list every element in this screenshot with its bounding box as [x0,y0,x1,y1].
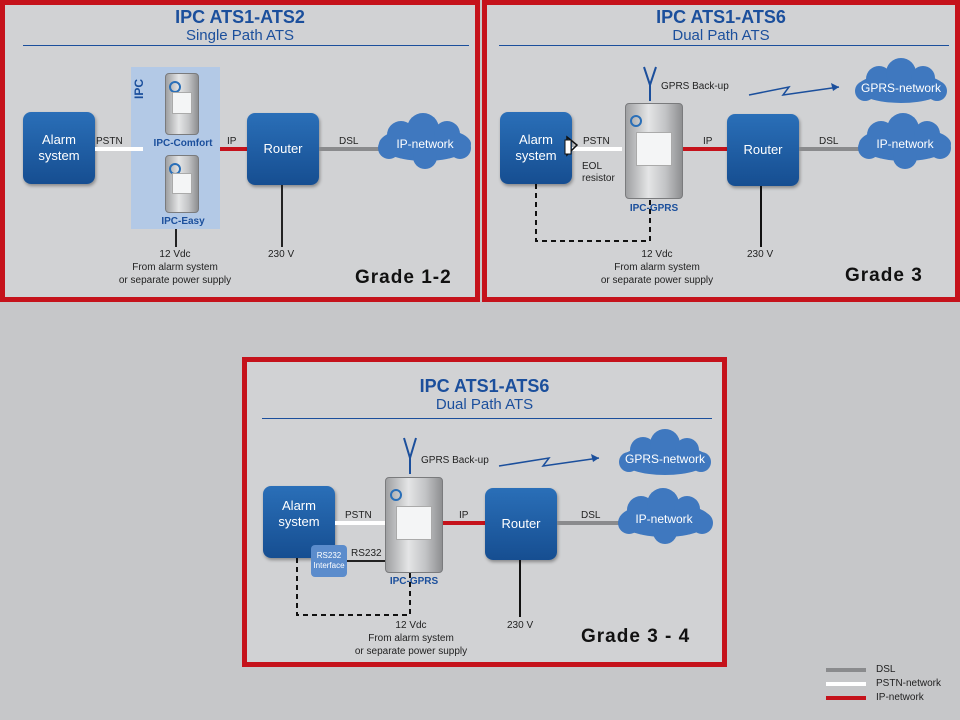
router-box: Router [485,488,557,560]
dsl-label: DSL [339,136,359,147]
power-from-alarm: From alarm system [132,262,218,273]
alarm-system-box: Alarm system [23,112,95,184]
title-rule [23,45,469,46]
ipc-easy-label: IPC-Easy [161,216,205,227]
panel-subtitle: Dual Path ATS [672,27,770,44]
power-wires [296,558,521,617]
ip-network-label: IP-network [876,137,934,151]
dsl-label: DSL [581,510,601,521]
ip-network-cloud [618,488,713,544]
eol-label: EOL [582,161,603,172]
resistor-label: resistor [582,173,615,184]
ip-network-label: IP-network [396,137,454,151]
pstn-line [572,147,622,151]
power-230v: 230 V [507,620,534,631]
router-box: Router [247,113,319,185]
legend-pstn-swatch [826,682,866,686]
title-rule [499,45,949,46]
ip-network-cloud [378,113,471,169]
ipc-comfort-label: IPC-Comfort [153,138,213,149]
ip-line [443,521,489,525]
ipc-gprs-label: IPC-GPRS [629,203,679,214]
title-rule [262,418,712,419]
ipc-comfort-device [165,73,199,135]
grade-label: Grade 3 - 4 [581,626,691,647]
panel-title: IPC ATS1-ATS2 [175,7,305,27]
dsl-line [319,147,389,151]
ipc-gprs-device [625,103,683,199]
power-12vdc: 12 Vdc [159,249,191,260]
legend-dsl-swatch [826,668,866,672]
antenna-icon [643,66,657,101]
grade-label: Grade 3 [845,265,923,286]
legend-pstn-label: PSTN-network [876,678,942,689]
legend-ip-swatch [826,696,866,700]
pstn-label: PSTN [96,136,123,147]
gprs-network-cloud [855,58,947,103]
panel-title: IPC ATS1-ATS6 [419,376,550,396]
panel-title: IPC ATS1-ATS6 [656,7,786,27]
ip-label: IP [703,136,713,147]
ipc-gprs-label: IPC-GPRS [389,576,439,587]
pstn-line [335,521,385,525]
router-box: Router [727,114,799,186]
ip-line [220,147,250,151]
rs232-label: RS232 [351,548,382,559]
ipc-gprs-device [385,477,443,573]
power-wire-ipc [175,229,177,247]
ip-label: IP [459,510,469,521]
power-separate: or separate power supply [118,275,232,286]
pstn-label: PSTN [345,510,372,521]
power-separate: or separate power supply [354,646,468,657]
power-separate: or separate power supply [600,275,714,286]
pstn-line [95,147,143,151]
panel-subtitle: Single Path ATS [185,27,295,44]
dsl-line [557,521,627,525]
dsl-label: DSL [819,136,839,147]
power-from-alarm: From alarm system [368,633,454,644]
rs232-line [347,560,385,562]
pstn-label: PSTN [583,136,610,147]
gprs-backup-label: GPRS Back-up [661,81,729,92]
power-12vdc: 12 Vdc [395,620,427,631]
dsl-line [799,147,869,151]
ip-label: IP [227,136,237,147]
legend-ip-label: IP-network [876,692,924,703]
ip-line [683,147,729,151]
ip-network-label: IP-network [635,512,693,526]
gprs-link-arrow [748,83,840,96]
power-12vdc: 12 Vdc [641,249,673,260]
antenna-icon [403,437,417,474]
power-from-alarm: From alarm system [614,262,700,273]
gprs-backup-label: GPRS Back-up [421,455,489,466]
panel-dual-path-grade-3-4: IPC ATS1-ATS6 Dual Path ATS Alarm system… [242,357,727,667]
gprs-link-arrow [498,454,600,467]
panel-single-path: IPC ATS1-ATS2 Single Path ATS IPC Alarm … [0,0,480,302]
gprs-network-label: GPRS-network [860,81,942,95]
ip-network-cloud [858,113,951,169]
legend-dsl-label: DSL [876,664,896,675]
power-230v: 230 V [747,249,774,260]
power-230v: 230 V [268,249,295,260]
eol-resistor-icon [564,135,579,157]
gprs-network-label: GPRS-network [624,452,706,466]
power-wires [535,184,762,247]
panel-subtitle: Dual Path ATS [435,396,534,413]
alarm-system-box: Alarm system [263,486,335,558]
rs232-interface: RS232 Interface [311,545,347,577]
grade-label: Grade 1-2 [355,267,452,288]
ipc-easy-device [165,155,199,213]
gprs-network-cloud [619,429,711,475]
alarm-system-box: Alarm system [500,112,572,184]
panel-dual-path: IPC ATS1-ATS6 Dual Path ATS Alarm system… [482,0,960,302]
power-wire-router [281,185,283,247]
